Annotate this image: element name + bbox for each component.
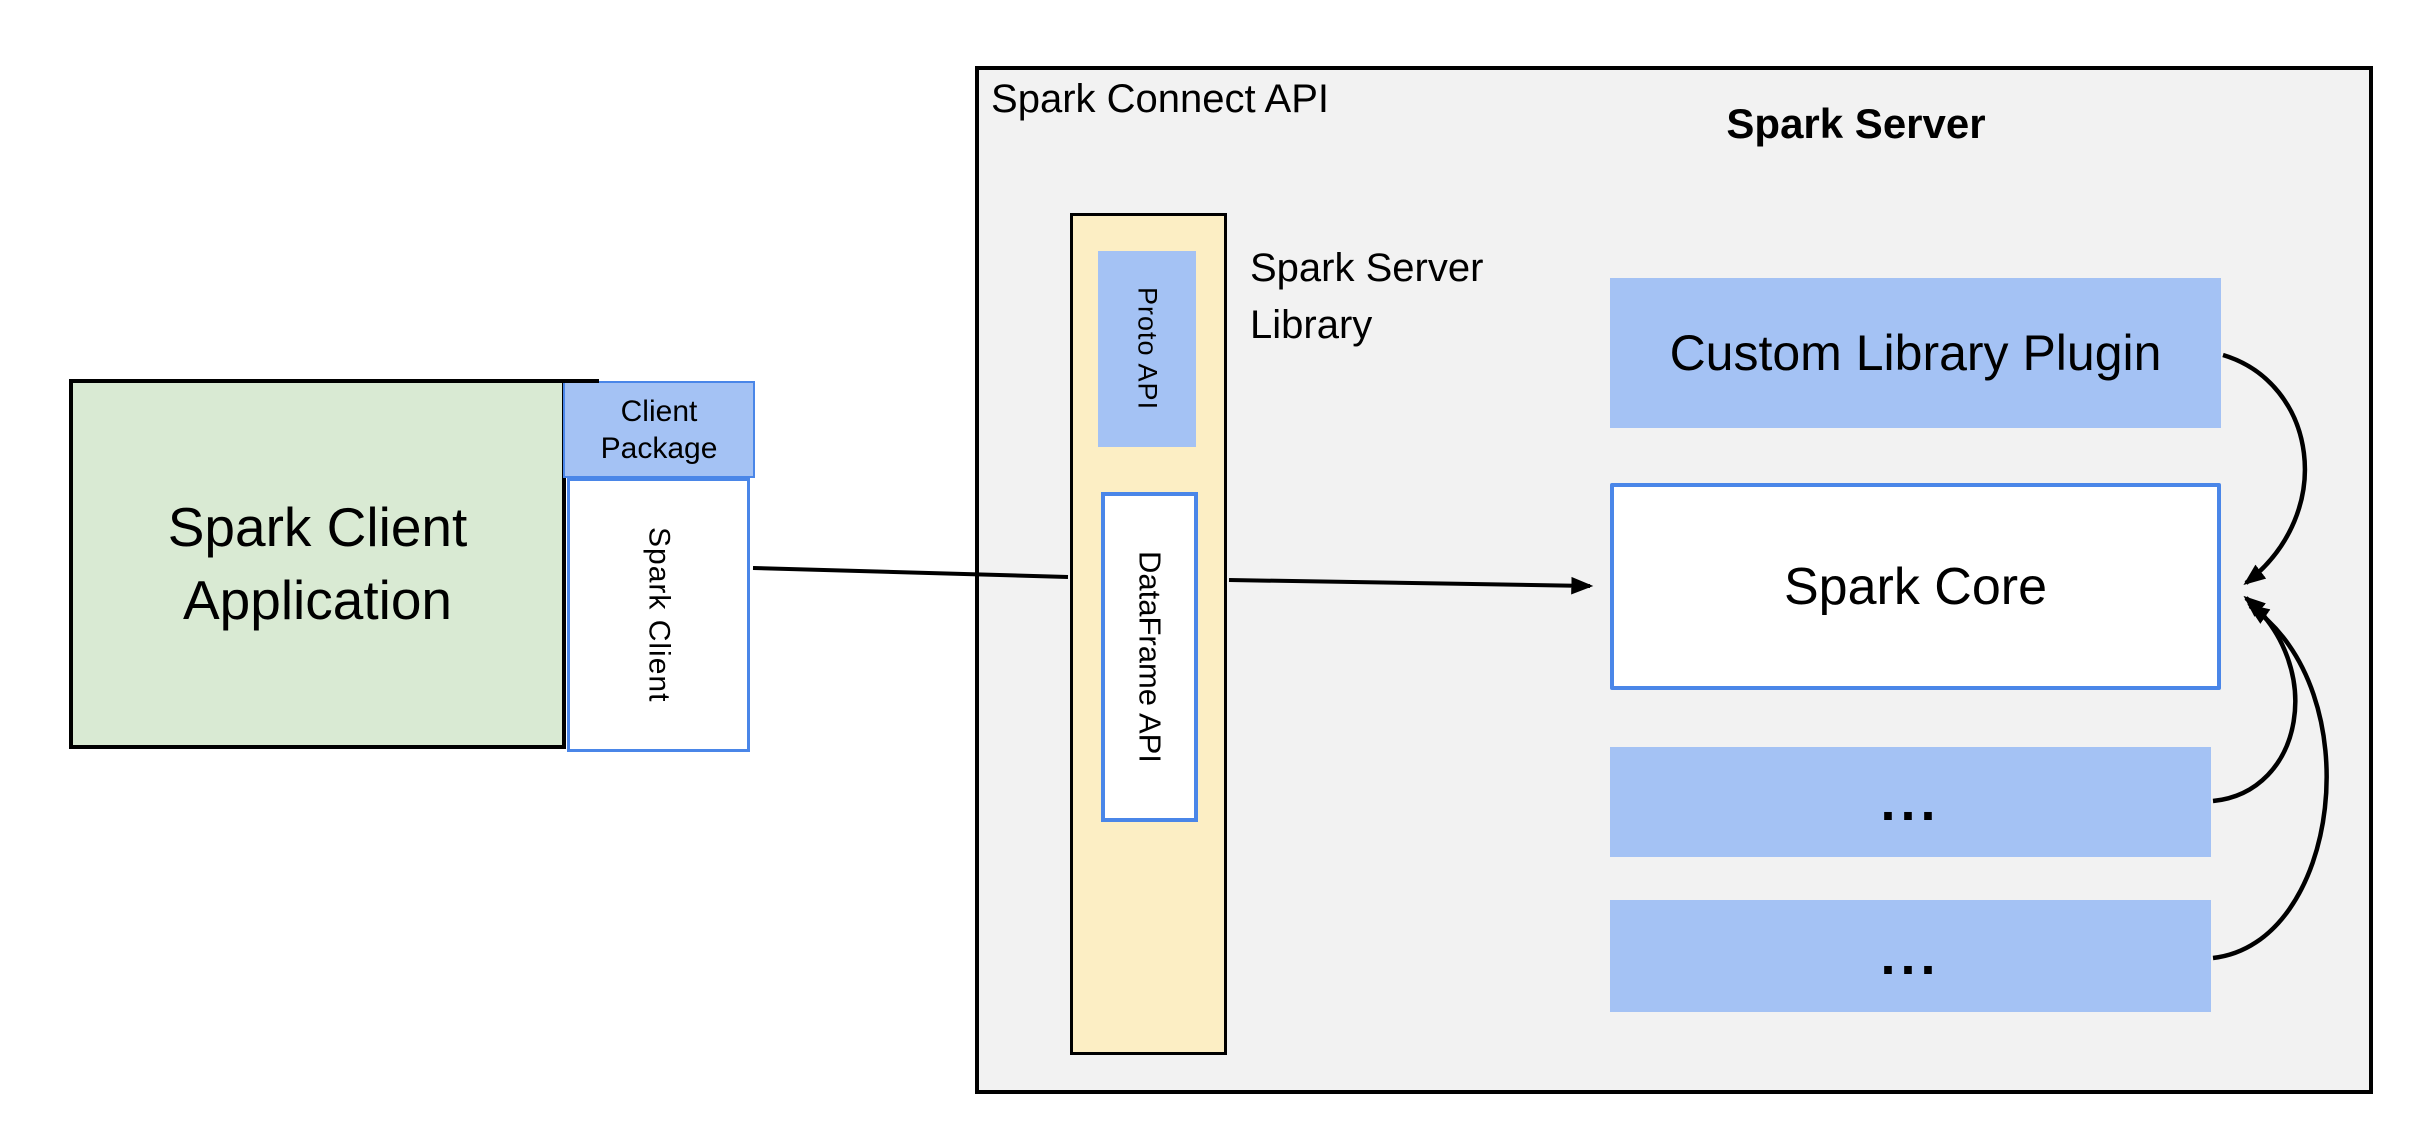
spark-server-title: Spark Server xyxy=(1726,100,1986,147)
ellipsis-bottom-label: ... xyxy=(1880,926,1941,986)
dataframe-api-box: DataFrame API xyxy=(1101,492,1198,822)
client-app-top-border-extension xyxy=(563,379,599,383)
spark-client-application-label: Spark Client Application xyxy=(167,496,468,631)
spark-core-box: Spark Core xyxy=(1610,483,2221,690)
ellipsis-box-bottom: ... xyxy=(1610,900,2211,1012)
proto-api-box: Proto API xyxy=(1098,251,1196,447)
spark-client-application-box: Spark Client Application xyxy=(69,379,566,749)
proto-api-label: Proto API xyxy=(1132,287,1163,411)
custom-library-plugin-box: Custom Library Plugin xyxy=(1610,278,2221,428)
spark-connect-api-title: Spark Connect API xyxy=(991,77,1329,121)
spark-client-box: Spark Client xyxy=(567,478,750,752)
spark-core-label: Spark Core xyxy=(1784,557,2047,616)
ellipsis-top-label: ... xyxy=(1880,772,1941,832)
spark-client-label: Spark Client xyxy=(642,527,676,703)
client-package-label: Client Package xyxy=(600,394,718,465)
spark-server-library-label: Spark Server Library xyxy=(1250,246,1484,347)
client-package-box: Client Package xyxy=(563,381,755,478)
custom-library-plugin-label: Custom Library Plugin xyxy=(1669,325,2162,381)
dataframe-api-label: DataFrame API xyxy=(1132,551,1168,763)
ellipsis-box-top: ... xyxy=(1610,747,2211,857)
